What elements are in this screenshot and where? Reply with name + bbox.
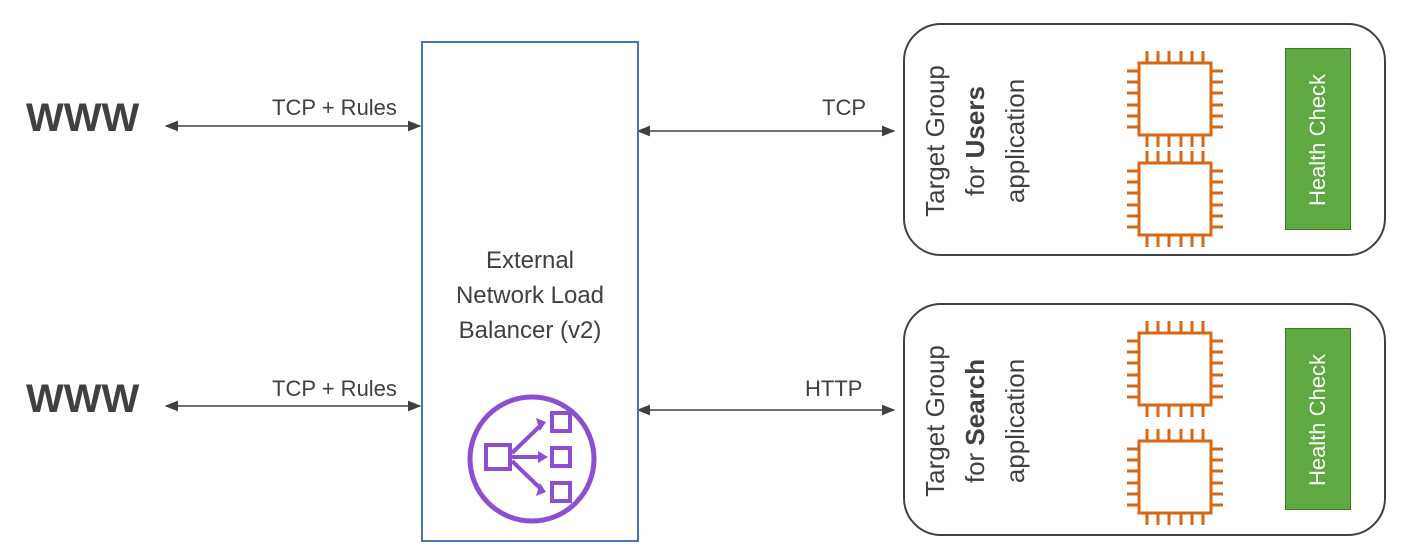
tg-search-title-for: for xyxy=(960,445,990,484)
target-group-search-title: Target Group for Search application xyxy=(875,345,1075,497)
ec2-instance-chip-icon xyxy=(1127,151,1223,247)
tg-search-title-line-2: for Search xyxy=(955,321,995,521)
search-connection-label: HTTP xyxy=(805,376,863,401)
network-load-balancer-icon xyxy=(467,394,597,524)
network-load-balancer: External Network Load Balancer (v2) xyxy=(421,41,639,542)
tg-users-title-line-3: application xyxy=(1000,78,1030,204)
tg-search-title-line-1: Target Group xyxy=(920,345,950,497)
www-client-1: WWW xyxy=(26,96,140,140)
nlb-title-line-2: Network Load xyxy=(455,282,605,309)
users-connection-label: TCP xyxy=(822,95,866,120)
health-check-users-label: Health Check xyxy=(1305,73,1330,207)
target-group-users-title: Target Group for Users application xyxy=(875,65,1075,217)
nlb-title-line-1: External xyxy=(485,247,575,274)
health-check-users: Health Check xyxy=(1285,48,1351,230)
ec2-instance-chip-icon xyxy=(1127,321,1223,417)
tg-users-title-line-1: Target Group xyxy=(920,65,950,217)
target-group-users: Target Group for Users application Healt… xyxy=(903,23,1386,256)
ec2-instance-chip-icon xyxy=(1127,51,1223,147)
tg-users-title-for: for xyxy=(960,158,990,196)
health-check-search: Health Check xyxy=(1285,328,1351,510)
health-check-search-label: Health Check xyxy=(1305,353,1330,487)
tg-users-title-name: Users xyxy=(960,86,990,159)
www-2-connection-label: TCP + Rules xyxy=(272,376,397,401)
tg-search-title-line-3: application xyxy=(1000,358,1030,484)
tg-users-title-line-2: for Users xyxy=(955,41,995,241)
tg-search-title-name: Search xyxy=(960,358,990,446)
www-1-connection-label: TCP + Rules xyxy=(272,95,397,120)
ec2-instance-chip-icon xyxy=(1127,429,1223,525)
target-group-search: Target Group for Search application Heal… xyxy=(903,303,1386,536)
nlb-title: External Network Load Balancer (v2) xyxy=(423,243,637,348)
nlb-title-line-3: Balancer (v2) xyxy=(458,317,602,344)
www-client-2: WWW xyxy=(26,377,140,421)
